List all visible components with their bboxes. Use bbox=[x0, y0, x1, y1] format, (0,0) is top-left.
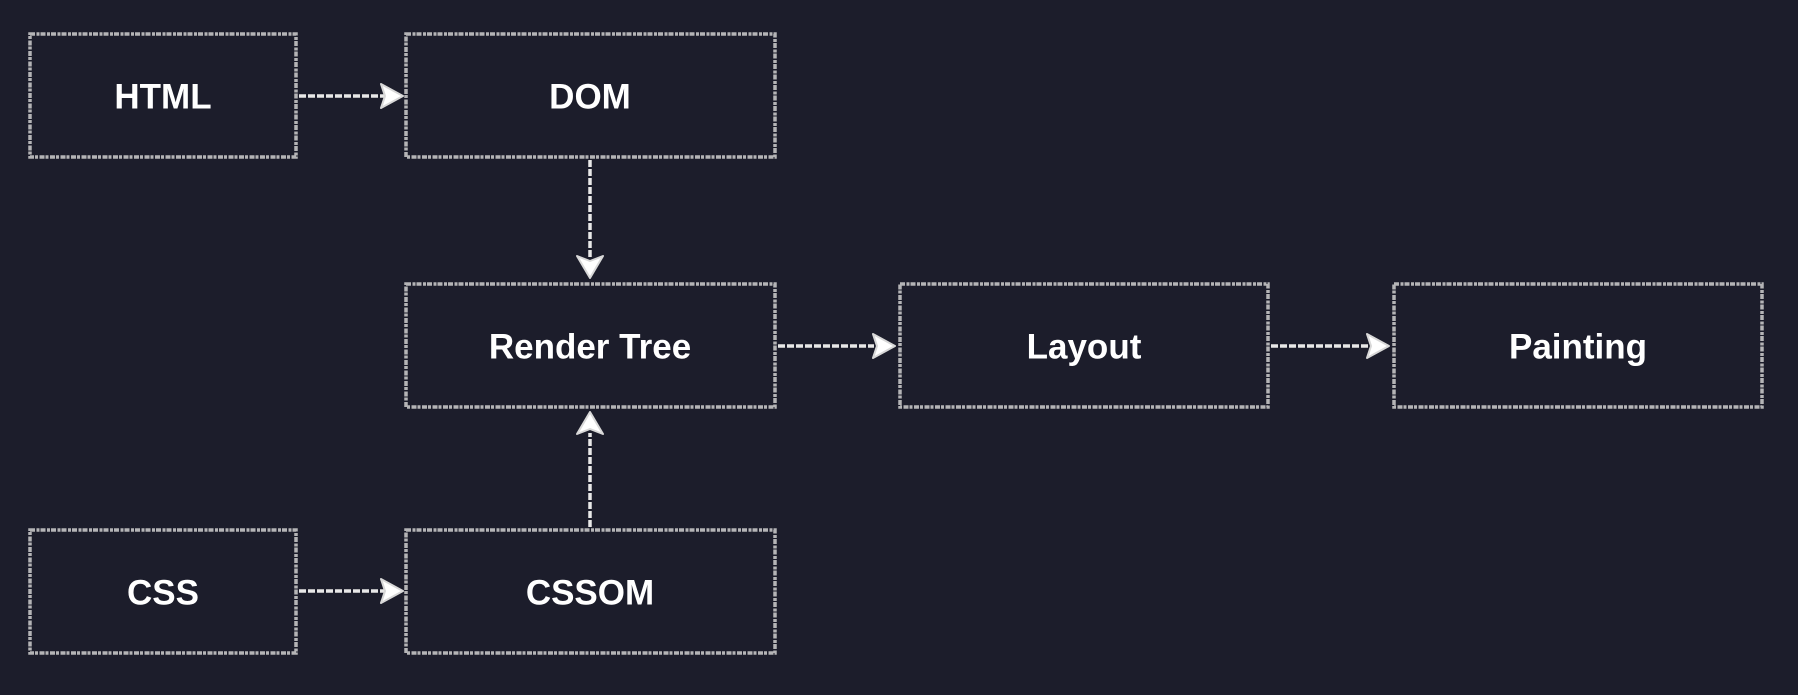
arrow-cssom-to-render-tree bbox=[576, 411, 604, 527]
arrow-css-to-cssom bbox=[299, 578, 404, 604]
arrow-html-to-dom-head bbox=[380, 83, 404, 109]
node-painting-box bbox=[1392, 282, 1764, 409]
node-html: HTML bbox=[28, 32, 298, 159]
arrow-cssom-to-render-tree-head bbox=[576, 411, 604, 435]
node-layout-box bbox=[898, 282, 1270, 409]
node-css: CSS bbox=[28, 528, 298, 655]
arrow-css-to-cssom-head bbox=[380, 578, 404, 604]
node-html-box bbox=[28, 32, 298, 159]
node-render-tree-box bbox=[404, 282, 777, 409]
arrow-render-tree-to-layout bbox=[778, 333, 896, 359]
node-dom-label: DOM bbox=[549, 78, 631, 117]
arrow-layout-to-painting-head bbox=[1366, 333, 1390, 359]
node-cssom: CSSOM bbox=[404, 528, 777, 655]
arrow-dom-to-render-tree bbox=[576, 160, 604, 279]
node-cssom-label: CSSOM bbox=[526, 574, 654, 613]
node-dom: DOM bbox=[404, 32, 777, 159]
node-layout-label: Layout bbox=[1027, 328, 1142, 367]
node-layout: Layout bbox=[898, 282, 1270, 409]
arrow-render-tree-to-layout-head bbox=[872, 333, 896, 359]
node-html-label: HTML bbox=[114, 78, 211, 117]
arrow-dom-to-render-tree-head bbox=[576, 255, 604, 279]
node-dom-box bbox=[404, 32, 777, 159]
arrow-layout-to-painting bbox=[1271, 333, 1390, 359]
node-render-tree-label: Render Tree bbox=[489, 328, 691, 367]
arrow-html-to-dom bbox=[299, 83, 404, 109]
node-painting-label: Painting bbox=[1509, 328, 1647, 367]
node-css-label: CSS bbox=[127, 574, 199, 613]
node-cssom-box bbox=[404, 528, 777, 655]
node-css-box bbox=[28, 528, 298, 655]
node-painting: Painting bbox=[1392, 282, 1764, 409]
node-render-tree: Render Tree bbox=[404, 282, 777, 409]
